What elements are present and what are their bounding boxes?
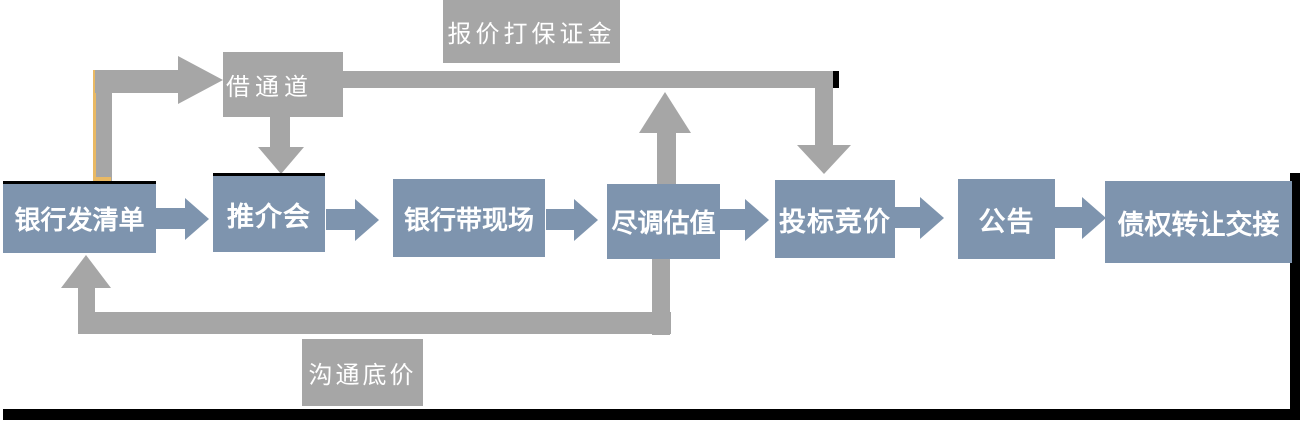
node-bid-auction: 投标竞价 <box>775 180 895 258</box>
node-bank-site-visit: 银行带现场 <box>393 179 545 257</box>
label-communicate-floor-price: 沟通底价 <box>302 339 423 406</box>
flow-arrow-6-tail <box>1055 207 1083 228</box>
yellow-highlight-line <box>93 70 96 182</box>
flow-arrow-2-head <box>355 199 379 241</box>
connector-floor-price-bar <box>79 312 671 334</box>
flow-arrow-3-tail <box>546 209 575 230</box>
flow-arrow-6-head <box>1082 197 1106 239</box>
flow-arrow-3-head <box>574 199 598 241</box>
node-debt-transfer-handover: 债权转让交接 <box>1105 181 1292 263</box>
node-due-diligence-valuation: 尽调估值 <box>607 184 720 259</box>
connector-elbow-to-borrow-channel <box>95 70 178 93</box>
node-roadshow: 推介会 <box>213 173 325 252</box>
arrowhead-down-into-roadshow <box>258 147 304 174</box>
frame-right-border <box>1290 173 1300 420</box>
arrowhead-up-from-due-diligence <box>639 92 691 133</box>
frame-bottom-border <box>3 409 1300 420</box>
connector-up-to-bank-list <box>78 287 95 334</box>
arrowhead-down-into-bidding <box>797 145 851 174</box>
flow-arrow-5-head <box>920 197 944 239</box>
label-borrow-channel: 借通道 <box>223 52 343 117</box>
flow-arrow-1-head <box>185 198 209 240</box>
connector-up-from-due-diligence <box>657 132 676 185</box>
arrowhead-up-into-bank-list <box>61 255 111 288</box>
flow-arrow-4-head <box>745 199 769 241</box>
label-bid-deposit: 报价打保证金 <box>443 0 620 63</box>
arrowhead-right-into-borrow-channel <box>178 56 223 104</box>
flow-arrow-5-tail <box>895 207 921 228</box>
node-bank-issues-list: 银行发清单 <box>3 181 156 253</box>
flow-arrow-1-tail <box>156 208 186 229</box>
connector-bid-deposit-bar <box>343 71 833 88</box>
flow-arrow-4-tail <box>720 209 746 230</box>
flow-arrow-2-tail <box>326 209 356 230</box>
connector-down-to-bidding <box>815 88 833 145</box>
yellow-highlight-tick <box>95 177 111 181</box>
connector-borrow-channel-down <box>270 116 290 147</box>
connector-up-from-bank-list <box>96 70 112 182</box>
black-endcap-tick <box>833 71 839 88</box>
node-announcement: 公告 <box>958 179 1055 259</box>
